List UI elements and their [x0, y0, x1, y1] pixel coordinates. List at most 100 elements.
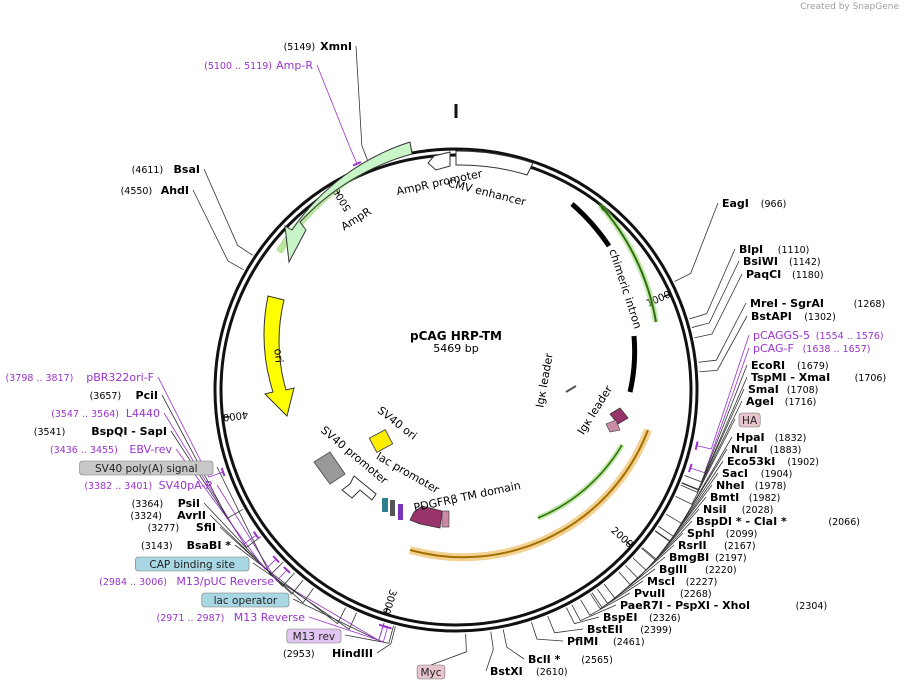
- site-3[interactable]: AhdI(4550): [121, 184, 189, 197]
- tag-box-43: [135, 556, 250, 572]
- tick-2000: [625, 540, 633, 548]
- site-name-31: PaeR7I - PspXI - XhoI: [620, 599, 750, 612]
- site-33[interactable]: BstEII(2399): [587, 623, 672, 636]
- site-name-23: NsiI: [703, 503, 727, 516]
- site-pos-34: (2461): [613, 637, 645, 648]
- site-name-15: AgeI: [746, 395, 774, 408]
- site-pos-18: (1883): [770, 445, 802, 456]
- site-47[interactable]: PsiI(3364): [132, 497, 200, 510]
- site-6[interactable]: BsiWI(1142): [743, 255, 821, 268]
- site-26[interactable]: RsrII(2167): [678, 539, 756, 552]
- site-pos-33: (2399): [640, 625, 672, 636]
- site-25[interactable]: SphI(2099): [687, 527, 757, 540]
- site-40[interactable]: M13 Reverse(2971 .. 2987): [157, 611, 306, 624]
- site-21[interactable]: NheI(1978): [716, 479, 786, 492]
- site-name-12: EcoRI: [751, 359, 785, 372]
- site-pos-38: (2953): [283, 649, 315, 660]
- leader-42: [277, 580, 384, 641]
- site-12[interactable]: EcoRI(1679): [751, 359, 829, 372]
- plasmid-size: 5469 bp: [433, 342, 478, 355]
- site-name-46: AvrII: [177, 509, 206, 522]
- site-44[interactable]: BsaBI *(3143): [141, 539, 231, 552]
- site-51[interactable]: BspQI - SapI(3541): [34, 425, 167, 438]
- cag-arc: [599, 204, 657, 323]
- site-pos-0: (5149): [284, 42, 316, 53]
- site-name-14: SmaI: [748, 383, 779, 396]
- site-19[interactable]: Eco53kI(1902): [727, 455, 819, 468]
- site-name-44: BsaBI *: [187, 539, 232, 552]
- site-name-26: RsrII: [678, 539, 707, 552]
- site-8[interactable]: MreI - SgrAI(1268): [750, 297, 885, 310]
- sv40-ori-box: [368, 429, 394, 453]
- site-37[interactable]: Myc: [416, 664, 446, 680]
- site-1[interactable]: Amp-R(5100 .. 5119): [204, 59, 313, 72]
- leader-2: [203, 168, 253, 256]
- site-32[interactable]: BspEI(2326): [603, 611, 681, 624]
- tag-label-37: Myc: [420, 667, 441, 679]
- primer-mark-1: [352, 161, 362, 167]
- site-2[interactable]: BsaI(4611): [132, 163, 200, 176]
- kozak-label: Igκ leader: [533, 352, 555, 409]
- site-34[interactable]: PflMI(2461): [567, 635, 645, 648]
- site-45[interactable]: SfiI(3277): [148, 521, 216, 534]
- site-name-54: pBR322ori-F: [86, 371, 154, 384]
- site-31[interactable]: PaeR7I - PspXI - XhoI(2304): [620, 599, 827, 612]
- site-27[interactable]: BmgBI(2197): [669, 551, 747, 564]
- tag-box-49: [79, 460, 214, 476]
- site-23[interactable]: NsiI(2028): [703, 503, 773, 516]
- site-36[interactable]: BstXI(2610): [490, 665, 568, 678]
- site-20[interactable]: SacI(1904): [722, 467, 792, 480]
- leader-37: [430, 633, 467, 666]
- tag-box-41: [201, 592, 290, 608]
- site-52[interactable]: L4440(3547 .. 3564): [51, 407, 160, 420]
- leader-38: [376, 626, 396, 654]
- site-43[interactable]: CAP binding site: [135, 556, 250, 572]
- leader-1: [316, 64, 358, 164]
- site-name-17: HpaI: [736, 431, 765, 444]
- site-14[interactable]: SmaI(1708): [748, 383, 818, 396]
- tag-label-39: M13 rev: [293, 631, 336, 643]
- site-11[interactable]: pCAG-F(1638 .. 1657): [753, 342, 870, 355]
- site-name-25: SphI: [687, 527, 715, 540]
- leader-0: [355, 45, 369, 163]
- site-4[interactable]: EagI(966): [722, 197, 786, 210]
- site-name-52: L4440: [126, 407, 160, 420]
- site-53[interactable]: PciI(3657): [90, 389, 158, 402]
- site-17[interactable]: HpaI (1832): [736, 431, 806, 444]
- site-5[interactable]: BlpI(1110): [739, 243, 809, 256]
- site-pos-13: (1706): [855, 373, 887, 384]
- site-7[interactable]: PaqCI(1180): [746, 268, 824, 281]
- site-42[interactable]: M13/pUC Reverse(2984 .. 3006): [99, 575, 274, 588]
- site-38[interactable]: HindIII(2953): [283, 647, 373, 660]
- site-24[interactable]: BspDI * - ClaI *(2066): [696, 515, 860, 528]
- site-pos-51: (3541): [34, 427, 66, 438]
- site-pos-48: (3382 .. 3401): [84, 481, 152, 492]
- site-41[interactable]: lac operator: [201, 592, 290, 608]
- site-39[interactable]: M13 rev: [286, 628, 342, 644]
- site-46[interactable]: AvrII (3324): [130, 509, 206, 522]
- site-10[interactable]: pCAGGS-5(1554 .. 1576): [753, 329, 884, 342]
- site-54[interactable]: pBR322ori-F(3798 .. 3817): [6, 371, 154, 384]
- site-30[interactable]: PvuII(2268): [634, 587, 712, 600]
- site-49[interactable]: SV40 poly(A) signal: [79, 460, 214, 476]
- site-13[interactable]: TspMI - XmaI(1706): [751, 371, 886, 384]
- site-pos-46: (3324): [130, 511, 162, 522]
- site-35[interactable]: BclI *(2565): [528, 653, 613, 666]
- site-18[interactable]: NruI(1883): [731, 443, 801, 456]
- site-pos-36: (2610): [536, 667, 568, 678]
- site-28[interactable]: BglII(2220): [659, 563, 737, 576]
- site-22[interactable]: BmtI(1982): [710, 491, 780, 504]
- site-pos-40: (2971 .. 2987): [157, 613, 225, 624]
- site-pos-53: (3657): [90, 391, 122, 402]
- site-29[interactable]: MscI(2227): [647, 575, 717, 588]
- site-0[interactable]: XmnI(5149): [284, 40, 352, 53]
- leader-5: [689, 248, 736, 320]
- site-9[interactable]: BstAPI(1302): [751, 310, 836, 323]
- site-50[interactable]: EBV-rev(3436 .. 3455): [50, 443, 173, 456]
- site-pos-17: (1832): [775, 433, 807, 444]
- site-15[interactable]: AgeI(1716): [746, 395, 816, 408]
- site-16[interactable]: HA: [738, 412, 761, 428]
- primer-mark-48: [283, 566, 291, 574]
- site-48[interactable]: SV40pA-R(3382 .. 3401): [84, 479, 213, 492]
